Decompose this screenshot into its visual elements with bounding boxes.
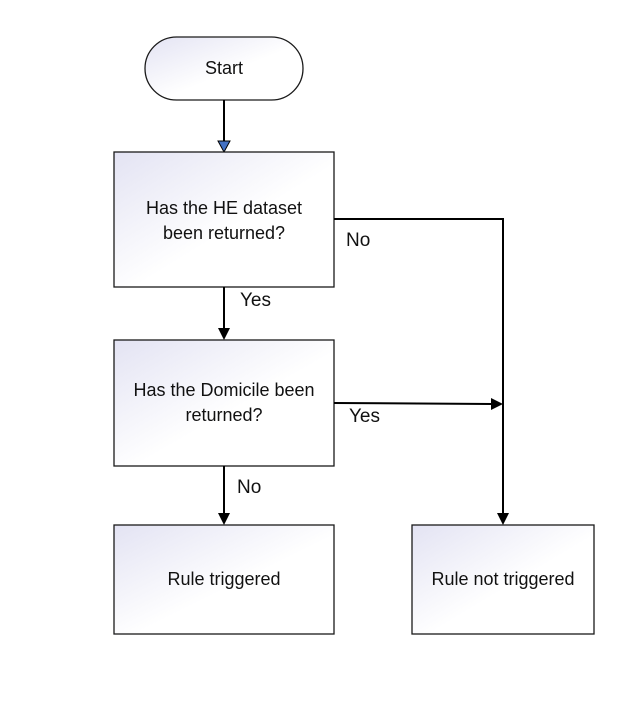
he-dataset-yes-label: Yes [240, 290, 271, 311]
domicile-yes-label: Yes [349, 406, 380, 427]
rule-not-triggered-node: Rule not triggered [411, 524, 595, 635]
edge-line [334, 218, 504, 514]
start-node: Start [144, 36, 304, 101]
arrowhead-icon [217, 140, 231, 154]
rule-triggered-box [113, 524, 335, 635]
he-dataset-label-line-1: Has the HE dataset [146, 198, 302, 218]
edge-he-dataset-yes: Yes [218, 287, 271, 340]
arrowhead-icon [491, 398, 503, 410]
domicile-decision-node: Has the Domicile been returned? [113, 339, 335, 467]
edge-line [333, 402, 493, 405]
rule-not-triggered-box [411, 524, 595, 635]
domicile-box [113, 339, 335, 467]
he-dataset-no-label: No [346, 230, 370, 251]
domicile-no-label: No [237, 477, 261, 498]
he-dataset-decision-node: Has the HE dataset been returned? [113, 151, 335, 288]
arrowhead-icon [497, 513, 509, 525]
rule-triggered-node: Rule triggered [113, 524, 335, 635]
rule-triggered-label: Rule triggered [167, 569, 280, 589]
start-label: Start [205, 58, 243, 78]
arrowhead-icon [218, 328, 230, 340]
domicile-label-line-1: Has the Domicile been [133, 380, 314, 400]
edge-domicile-yes: Yes [333, 398, 503, 427]
edge-domicile-no: No [218, 466, 261, 525]
domicile-label-line-2: returned? [185, 405, 262, 425]
he-dataset-label-line-2: been returned? [163, 223, 285, 243]
edge-he-dataset-no: No [334, 218, 509, 525]
rule-not-triggered-label: Rule not triggered [431, 569, 574, 589]
he-dataset-box [113, 151, 335, 288]
edge-start-to-he-dataset [217, 100, 231, 154]
arrowhead-icon [218, 513, 230, 525]
